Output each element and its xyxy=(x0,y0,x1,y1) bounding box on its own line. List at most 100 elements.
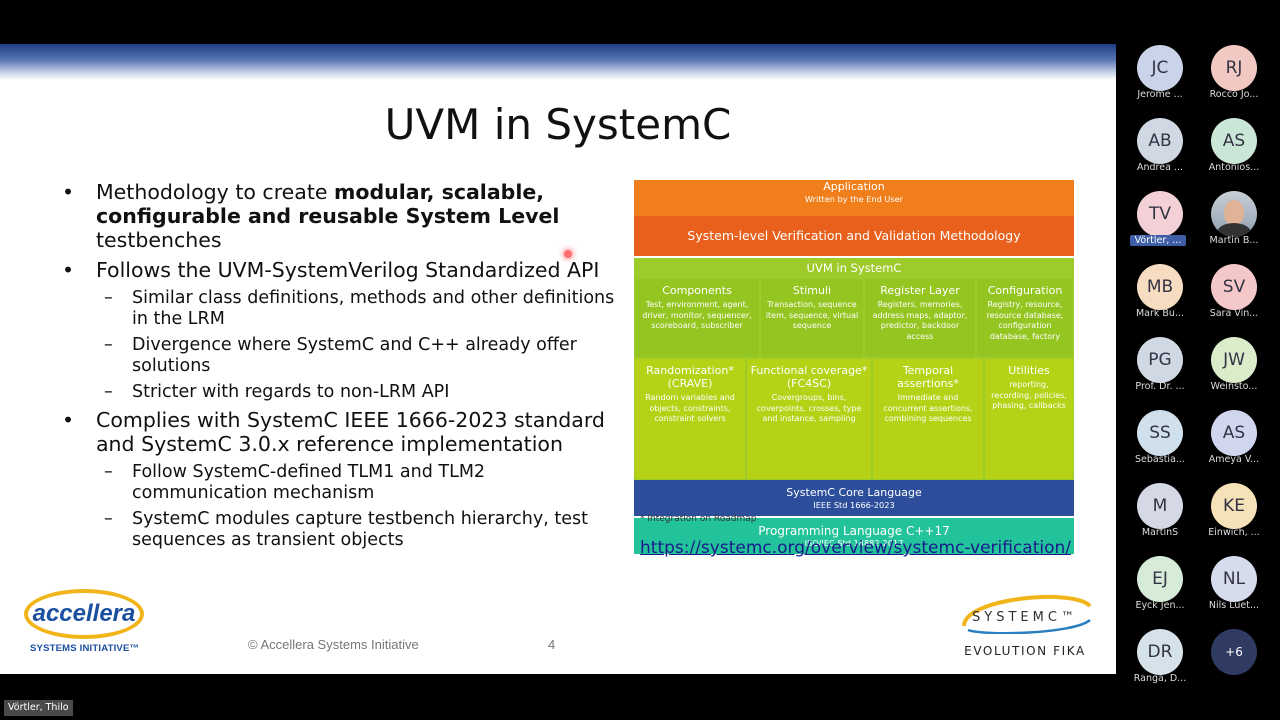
participant-name: Prof. Dr. ... xyxy=(1135,381,1185,392)
uvm-cell-functional-coverage: Functional coverage* (FC4SC) Covergroups… xyxy=(747,359,871,479)
uvm-cell-randomization: Randomization* (CRAVE) Random variables … xyxy=(635,359,745,479)
participant-name: Mark Bu... xyxy=(1135,308,1185,319)
layer-title: UVM in SystemC xyxy=(806,261,902,275)
participant-name: MartinS xyxy=(1141,527,1179,538)
systemc-logo-swoosh xyxy=(962,595,1092,634)
participant-avatar: SV xyxy=(1211,264,1257,310)
participant-avatar: JC xyxy=(1137,45,1183,91)
participant-name: Eyck Jen... xyxy=(1135,600,1185,611)
participant-name: Ranga, D... xyxy=(1133,673,1187,684)
avatar-shirt-shape xyxy=(1217,223,1251,237)
layer-subtitle: Written by the End User xyxy=(804,194,904,204)
participant-name: Sebastia... xyxy=(1135,454,1185,465)
participant-avatar: JW xyxy=(1211,337,1257,383)
uvm-cell-components: Components Test, environment, agent, dri… xyxy=(635,279,759,357)
methodology-layer: System-level Verification and Validation… xyxy=(634,216,1074,256)
bullet-text: Methodology to create xyxy=(96,180,335,204)
accellera-logo-ring xyxy=(24,589,144,639)
avatar-face-shape xyxy=(1224,200,1244,226)
cell-description: Registry, resource, resource database, c… xyxy=(986,300,1064,341)
participant-avatar: AB xyxy=(1137,118,1183,164)
systemc-logo: SYSTEMC™ EVOLUTION FIKA xyxy=(950,588,1100,664)
cell-description: reporting, recording, policies, phasing,… xyxy=(991,380,1067,411)
participant-avatar: NL xyxy=(1211,556,1257,602)
cell-description: Test, environment, agent, driver, monito… xyxy=(642,300,752,331)
sub-bullet-item: SystemC modules capture testbench hierar… xyxy=(62,509,622,551)
layer-subtitle: ISO/IEC Std 14882-2017 xyxy=(804,537,904,548)
participant-name: Martin B... xyxy=(1209,235,1259,246)
programming-language-layer: Programming Language C++17 ISO/IEC Std 1… xyxy=(634,518,1074,554)
participant-name: Weinsto... xyxy=(1210,381,1258,392)
bullet-item: Complies with SystemC IEEE 1666-2023 sta… xyxy=(62,408,622,456)
participant-name: Nils Luet... xyxy=(1208,600,1260,611)
participant-name: Sara Vin... xyxy=(1209,308,1259,319)
uvm-cell-configuration: Configuration Registry, resource, resour… xyxy=(977,279,1073,357)
bullet-list: Methodology to create modular, scalable,… xyxy=(62,180,622,556)
layer-title: Application xyxy=(823,180,885,193)
accellera-logo: accellera SYSTEMS INITIATIVE™ xyxy=(22,589,146,655)
participant-avatar: MB xyxy=(1137,264,1183,310)
participant-avatar: EJ xyxy=(1137,556,1183,602)
slide-title: UVM in SystemC xyxy=(384,100,732,149)
copyright-text: © Accellera Systems Initiative xyxy=(248,637,419,652)
participant-name: Vörtler, ... xyxy=(1130,235,1186,246)
slide-number: 4 xyxy=(548,637,556,652)
more-participants-button[interactable]: +6 xyxy=(1196,626,1270,690)
cell-title: Utilities xyxy=(1008,364,1050,377)
cell-title: Configuration xyxy=(987,284,1063,297)
participant-tile[interactable]: Martin B... xyxy=(1196,188,1270,252)
slide-header-band xyxy=(0,44,1116,80)
participant-avatar: PG xyxy=(1137,337,1183,383)
participant-avatar: DR xyxy=(1137,629,1183,675)
participant-photo xyxy=(1211,191,1257,237)
more-count: +6 xyxy=(1211,629,1257,675)
systemc-logo-tagline: EVOLUTION FIKA xyxy=(964,644,1086,658)
laser-pointer-icon xyxy=(564,250,572,258)
layer-title: System-level Verification and Validation… xyxy=(687,228,1021,243)
cell-description: Random variables and objects, constraint… xyxy=(645,393,735,424)
participant-avatar: TV xyxy=(1137,191,1183,237)
bullet-item: Methodology to create modular, scalable,… xyxy=(62,180,622,252)
participant-avatar: KE xyxy=(1211,483,1257,529)
uvm-cell-stimuli: Stimuli Transaction, sequence item, sequ… xyxy=(761,279,863,357)
cell-description: Transaction, sequence item, sequence, vi… xyxy=(765,300,859,331)
uvm-cell-utilities: Utilities reporting, recording, policies… xyxy=(985,359,1073,479)
diagram-footnote: * Integration on Roadmap xyxy=(640,514,757,524)
participant-name: Rocco Jo... xyxy=(1209,89,1259,100)
uvm-layer: UVM in SystemC Components Test, environm… xyxy=(634,258,1074,480)
layer-subtitle: IEEE Std 1666-2023 xyxy=(813,499,895,510)
sub-bullet-item: Divergence where SystemC and C++ already… xyxy=(62,335,622,377)
participant-name: Andrea ... xyxy=(1137,162,1183,173)
systemc-verification-link[interactable]: https://systemc.org/overview/systemc-ver… xyxy=(640,538,1072,558)
uvm-cell-register-layer: Register Layer Registers, memories, addr… xyxy=(865,279,975,357)
sub-bullet-item: Similar class definitions, methods and o… xyxy=(62,288,622,330)
application-layer: Application Written by the End User xyxy=(634,180,1074,216)
systemc-logo-word: SYSTEMC™ xyxy=(972,610,1078,625)
bullet-bold-text: modular, scalable, configurable and reus… xyxy=(96,180,560,228)
cell-description: Immediate and concurrent assertions, com… xyxy=(883,393,973,424)
cell-description: Covergroups, bins, coverpoints, crosses,… xyxy=(756,393,862,424)
layer-title: SystemC Core Language xyxy=(786,485,922,499)
cell-title: Randomization* (CRAVE) xyxy=(646,364,734,390)
sub-bullet-item: Stricter with regards to non-LRM API xyxy=(62,382,622,403)
bullet-item: Follows the UVM-SystemVerilog Standardiz… xyxy=(62,258,622,282)
cell-description: Registers, memories, address maps, adapt… xyxy=(872,300,968,341)
cell-title: Functional coverage* (FC4SC) xyxy=(750,364,868,390)
participant-avatar: M xyxy=(1137,483,1183,529)
